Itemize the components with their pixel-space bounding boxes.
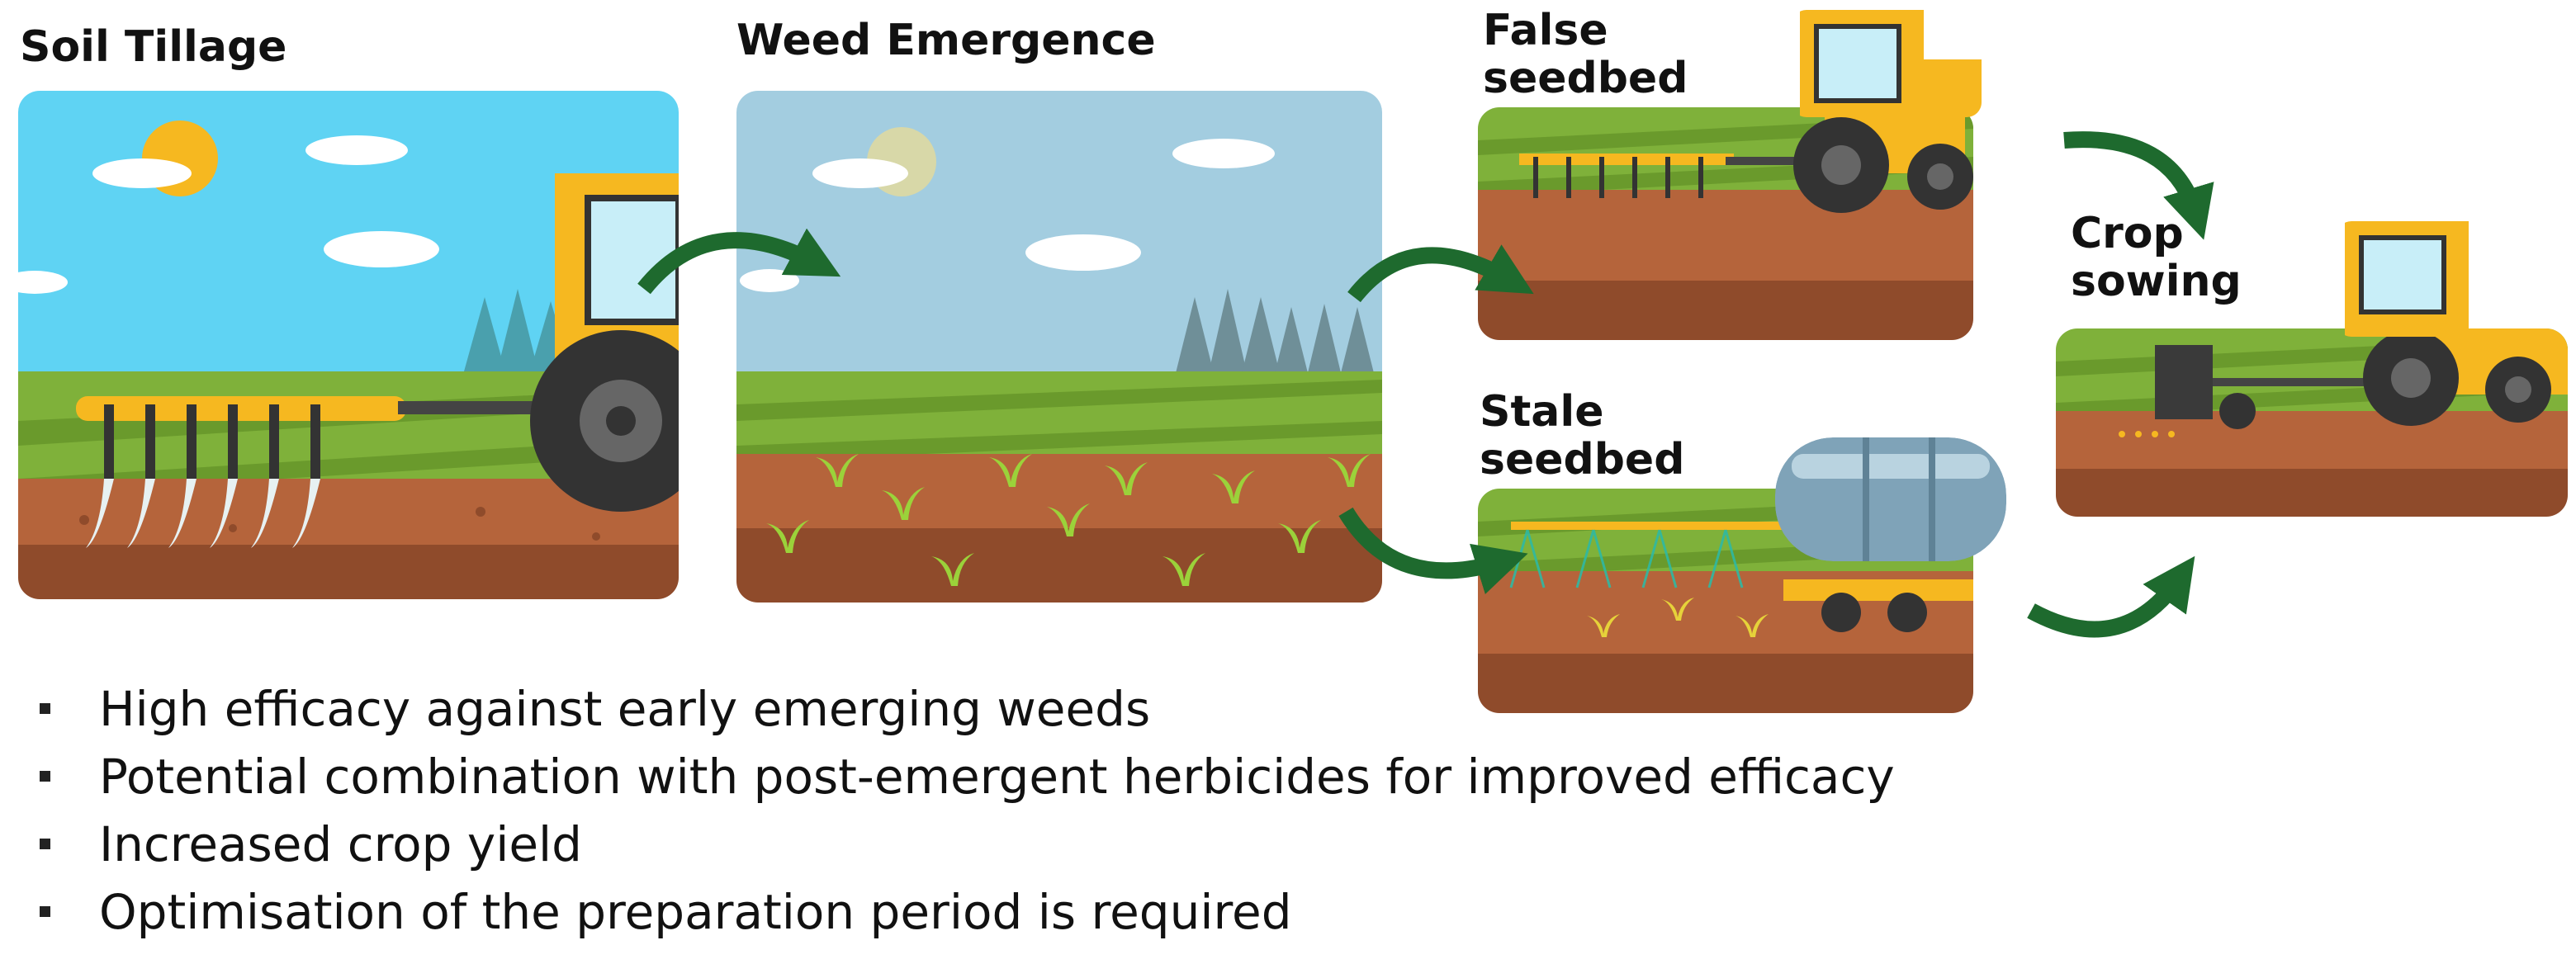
- bullet-icon: [40, 906, 50, 917]
- stale-seedbed-illustration: [1478, 489, 1973, 713]
- bullet-icon: [40, 839, 50, 849]
- crop-sowing-illustration: [2056, 328, 2568, 517]
- false-seedbed-tractor-cab: [1792, 10, 1982, 117]
- stale-seedbed-label-line1: Stale: [1480, 387, 1604, 437]
- crop-sowing-label-line2: sowing: [2071, 257, 2242, 306]
- list-item: Increased crop yield: [40, 810, 1895, 878]
- benefits-list: High efficacy against early emerging wee…: [40, 675, 1895, 946]
- curved-arrow-emergence-to-stale-seedbed: [1338, 507, 1528, 594]
- curved-arrow-emergence-to-false-seedbed: [1347, 244, 1534, 303]
- curved-arrow-false-seedbed-to-crop-sowing: [2063, 131, 2214, 240]
- list-item: Optimisation of the preparation period i…: [40, 878, 1895, 946]
- false-seedbed-label-line2: seedbed: [1483, 54, 1688, 103]
- soil-tillage-illustration: [18, 91, 679, 599]
- crop-sowing-tractor-cab: [2337, 221, 2502, 337]
- curved-arrow-stale-seedbed-to-crop-sowing: [2027, 555, 2195, 638]
- list-item-text: Optimisation of the preparation period i…: [99, 884, 1292, 940]
- list-item-text: High efficacy against early emerging wee…: [99, 681, 1151, 737]
- bullet-icon: [40, 703, 50, 714]
- false-seedbed-label: False seedbed: [1483, 7, 1688, 102]
- stale-seedbed-tank: [1775, 437, 2006, 561]
- list-item: High efficacy against early emerging wee…: [40, 675, 1895, 743]
- list-item: Potential combination with post-emergent…: [40, 743, 1895, 810]
- stale-seedbed-label: Stale seedbed: [1480, 388, 1684, 484]
- weed-emergence-illustration: [736, 91, 1382, 602]
- false-seedbed-label-line1: False: [1483, 6, 1608, 55]
- list-item-text: Potential combination with post-emergent…: [99, 749, 1895, 805]
- weed-emergence-label: Weed Emergence: [736, 16, 1156, 65]
- bullet-icon: [40, 771, 50, 782]
- stale-seedbed-label-line2: seedbed: [1480, 435, 1685, 484]
- soil-tillage-label: Soil Tillage: [20, 22, 287, 72]
- list-item-text: Increased crop yield: [99, 816, 582, 872]
- curved-arrow-tillage-to-emergence: [637, 228, 841, 295]
- false-seedbed-illustration: [1478, 107, 1973, 340]
